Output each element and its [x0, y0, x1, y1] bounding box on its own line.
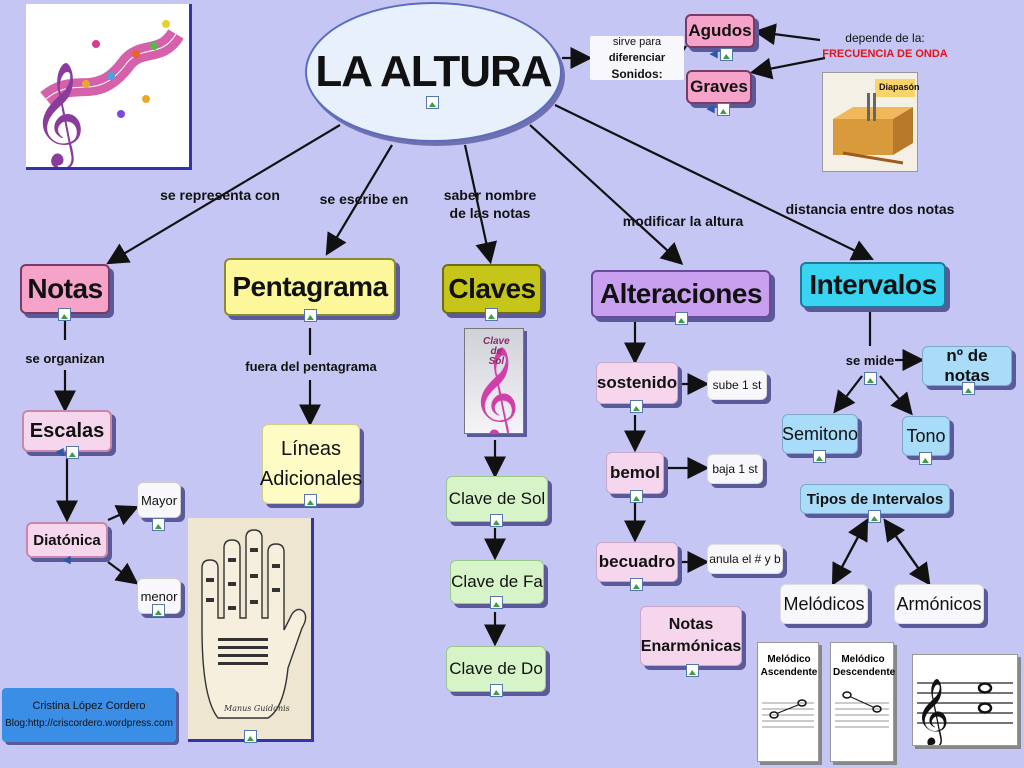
baja-node: baja 1 st [707, 454, 763, 484]
link-modify: modificar la altura [622, 213, 744, 229]
page-title: LA ALTURA [315, 47, 552, 96]
differentiate-label: sirve para diferenciar Sonidos: [590, 36, 684, 81]
image-icon[interactable] [490, 514, 503, 527]
image-icon[interactable] [720, 48, 733, 61]
melodic-ascending-card: Melódico Ascendente [757, 642, 819, 762]
link-measure: se mide [845, 353, 895, 368]
speaker-icon[interactable]: ◀ [709, 48, 718, 60]
melodicos-node[interactable]: Melódicos [780, 584, 868, 624]
svg-text:𝄞: 𝄞 [471, 346, 519, 433]
image-icon[interactable] [962, 382, 975, 395]
melodic-descending-card: Melódico Descendente [830, 642, 896, 762]
diatonica-node[interactable]: Diatónica [26, 522, 108, 558]
link-organize: se organizan [25, 351, 105, 366]
claves-node[interactable]: Claves [442, 264, 542, 314]
image-icon[interactable] [490, 684, 503, 697]
image-icon[interactable] [304, 494, 317, 507]
card-title: Melódico Ascendente [760, 654, 818, 678]
svg-text:𝄞: 𝄞 [915, 677, 949, 745]
image-icon[interactable] [864, 372, 877, 385]
image-icon[interactable] [868, 510, 881, 523]
speaker-icon[interactable]: ◀ [706, 103, 715, 115]
hand-caption: Manus Guidonis [224, 704, 290, 713]
link-represent: se representa con [160, 187, 280, 203]
lineas-node[interactable]: Líneas Adicionales [260, 424, 362, 504]
harmonic-staff-card: 𝄞 [912, 654, 1018, 748]
image-icon[interactable] [813, 450, 826, 463]
diapason-label: Diapasón [879, 82, 920, 92]
image-icon[interactable] [244, 730, 257, 743]
intervalos-node[interactable]: Intervalos [800, 262, 946, 308]
guidonian-hand-image: Manus Guidonis [188, 518, 314, 742]
clave-de-sol-image: 𝄞 Clave de Sol [464, 328, 524, 445]
image-icon[interactable] [58, 308, 71, 321]
title-node: LA ALTURA [305, 2, 562, 142]
image-icon[interactable] [919, 452, 932, 465]
agudos-node[interactable]: Agudos [685, 14, 755, 48]
sube-node: sube 1 st [707, 370, 767, 400]
becuadro-node[interactable]: becuadro [596, 542, 678, 582]
mayor-node[interactable]: Mayor [137, 482, 181, 518]
link-write: se escribe en [319, 191, 409, 207]
credit-box: Cristina López Cordero Blog:http://crisc… [2, 688, 176, 742]
pentagrama-node[interactable]: Pentagrama [224, 258, 396, 316]
enarmonicas-node[interactable]: Notas Enarmónicas [640, 606, 742, 666]
card-title: Melódico Descendente [833, 654, 896, 678]
image-icon[interactable] [304, 309, 317, 322]
bemol-node[interactable]: bemol [606, 452, 664, 494]
anula-node: anula el # y b [707, 544, 783, 574]
image-icon[interactable] [630, 490, 643, 503]
alteraciones-node[interactable]: Alteraciones [591, 270, 771, 318]
image-icon[interactable] [630, 400, 643, 413]
clave-logo-text: Clave de Sol [483, 336, 510, 367]
tono-node[interactable]: Tono [902, 416, 950, 456]
num-notas-node[interactable]: nº de notas [922, 346, 1012, 386]
tuning-fork-image: Diapasón [822, 72, 920, 172]
clave-sol-node[interactable]: Clave de Sol [446, 476, 548, 522]
image-icon[interactable] [490, 596, 503, 609]
music-staff-illustration: 𝄞 [26, 4, 192, 170]
depends-label: depende de la: FRECUENCIA DE ONDA [822, 31, 948, 60]
link-outside: fuera del pentagrama [245, 359, 377, 374]
speaker-icon[interactable]: ◀ [55, 446, 64, 458]
image-icon[interactable] [66, 446, 79, 459]
armonicos-node[interactable]: Armónicos [894, 584, 984, 624]
clave-do-node[interactable]: Clave de Do [446, 646, 546, 692]
graves-node[interactable]: Graves [686, 70, 752, 104]
speaker-icon[interactable]: ◀ [62, 554, 71, 566]
image-icon[interactable] [485, 308, 498, 321]
sostenido-node[interactable]: sostenido [596, 362, 678, 404]
credit-blog[interactable]: Blog:http://criscordero.wordpress.com [5, 718, 173, 729]
image-icon[interactable] [152, 604, 165, 617]
image-icon[interactable] [152, 518, 165, 531]
notas-node[interactable]: Notas [20, 264, 110, 314]
escalas-node[interactable]: Escalas [22, 410, 112, 452]
image-icon[interactable] [675, 312, 688, 325]
image-icon[interactable] [426, 96, 439, 109]
image-icon[interactable] [686, 664, 699, 677]
svg-text:𝄞: 𝄞 [32, 61, 85, 167]
link-names: saber nombre de las notas [443, 187, 537, 221]
tipos-node[interactable]: Tipos de Intervalos [800, 484, 950, 514]
semitono-node[interactable]: Semitono [782, 414, 858, 454]
link-distance: distancia entre dos notas [785, 201, 955, 217]
credit-name: Cristina López Cordero [32, 700, 146, 712]
image-icon[interactable] [630, 578, 643, 591]
image-icon[interactable] [717, 103, 730, 116]
